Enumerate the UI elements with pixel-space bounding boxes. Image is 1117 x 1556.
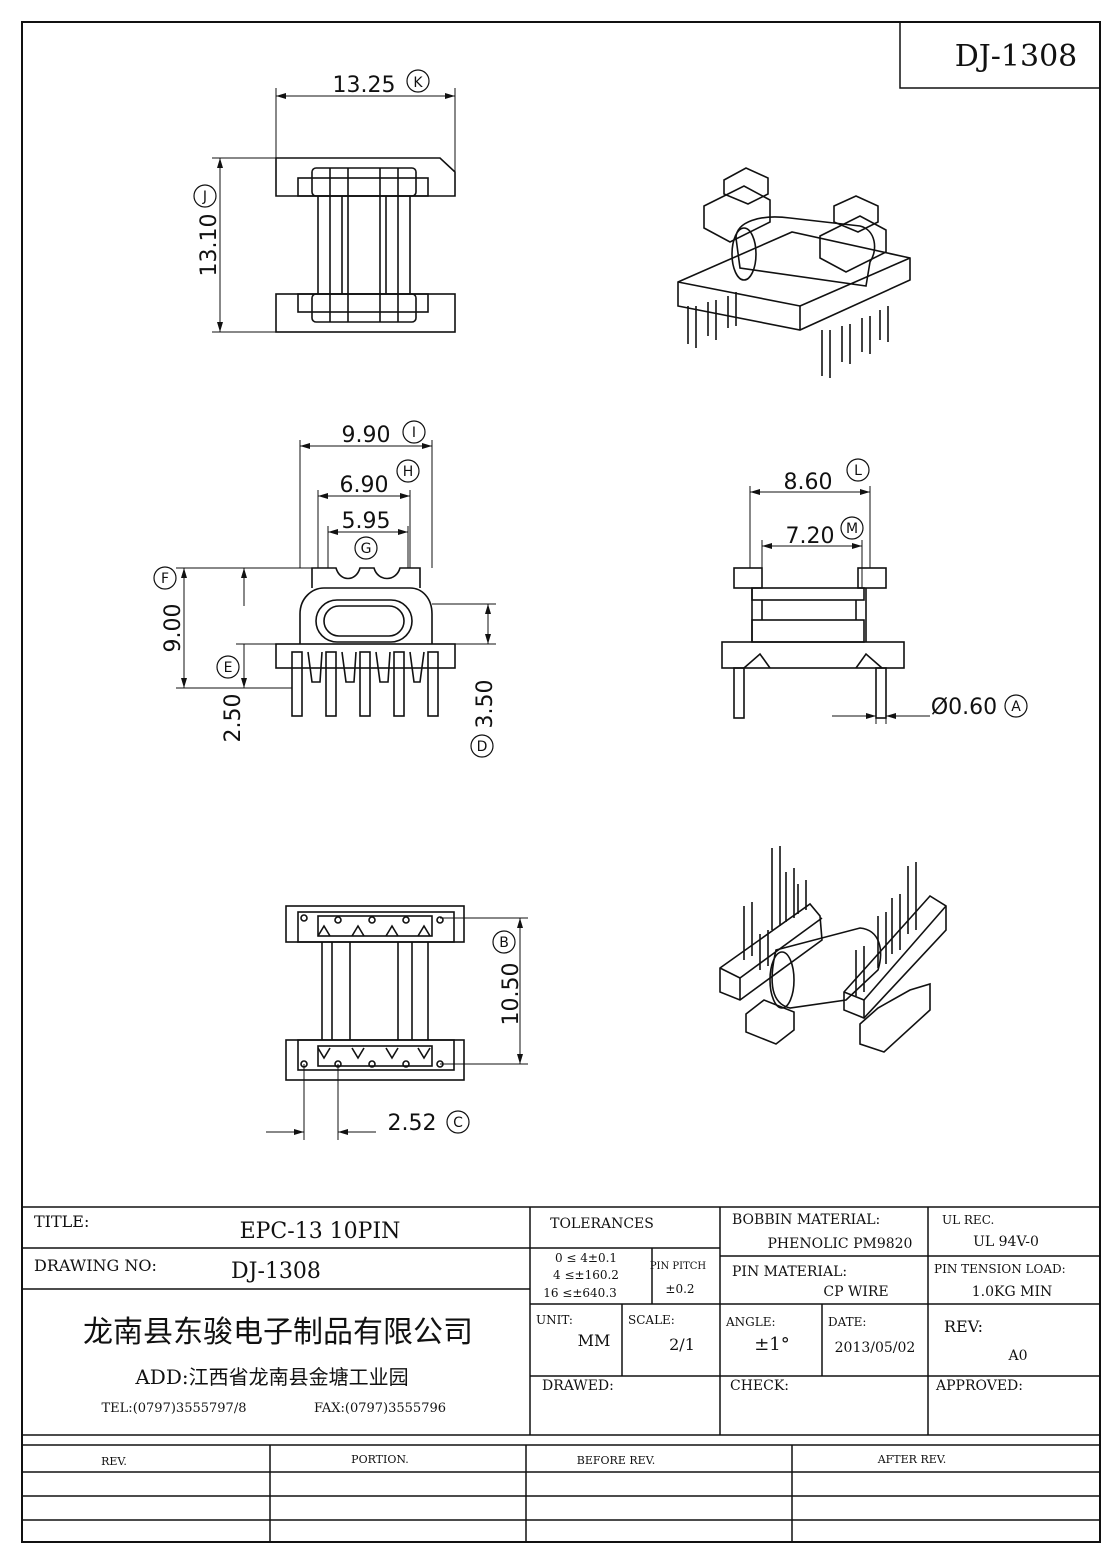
ul-rec-value: UL 94V-0: [973, 1234, 1039, 1250]
dimension-d-badge: [470, 734, 494, 758]
front-view: [275, 567, 456, 717]
pin-pitch-label: PIN PITCH: [650, 1261, 707, 1272]
bobbin-material-value: PHENOLIC PM9820: [768, 1236, 913, 1252]
dimension-e-letter: E: [224, 660, 233, 676]
ul-rec-label: UL REC.: [942, 1213, 994, 1227]
dimension-k-lines: [212, 88, 456, 333]
dimension-m-badge: [840, 516, 864, 540]
bottom-view: [285, 905, 465, 1081]
angle-label: ANGLE:: [725, 1315, 776, 1329]
dimension-b-badge: [492, 930, 516, 954]
approved-label: APPROVED:: [935, 1378, 1023, 1394]
dimension-h-letter: H: [403, 464, 414, 480]
dimension-k-letter: K: [413, 75, 423, 91]
dimension-l-badge: [846, 458, 870, 482]
dimension-j-value: 13.10: [197, 214, 222, 277]
scale-value: 2/1: [669, 1335, 695, 1354]
dimension-b-value: 10.50: [499, 963, 524, 1026]
pin-tension-value: 1.0KG MIN: [972, 1284, 1052, 1300]
rev-label: REV:: [944, 1317, 983, 1336]
drawing-no-label: DRAWING NO:: [34, 1256, 157, 1275]
isometric-view-lower: [719, 846, 947, 1053]
title-value: EPC-13 10PIN: [240, 1219, 401, 1244]
bottom-dimension-lines: [266, 917, 528, 1140]
dimension-c-letter: C: [453, 1115, 463, 1131]
top-view: [275, 157, 456, 333]
rev-table-header-after: AFTER REV.: [877, 1453, 947, 1466]
dimension-d-value: 3.50: [473, 680, 498, 729]
dimension-i-badge: [402, 420, 426, 444]
dimension-j-badge: [193, 184, 217, 208]
company-tel: TEL:(0797)3555797/8: [102, 1401, 247, 1416]
dimension-d-letter: D: [477, 739, 488, 755]
unit-value: MM: [578, 1331, 611, 1350]
pin-tension-label: PIN TENSION LOAD:: [934, 1262, 1066, 1276]
tolerances-label: TOLERANCES: [550, 1216, 654, 1232]
unit-label: UNIT:: [536, 1313, 573, 1327]
code-box: [899, 21, 1101, 89]
dimension-e-badge: [216, 655, 240, 679]
check-label: CHECK:: [730, 1378, 789, 1394]
tolerance-row-3: 16 ≤±640.3: [543, 1286, 617, 1300]
rev-table-header-before: BEFORE REV.: [577, 1454, 655, 1467]
company-name: 龙南县东骏电子制品有限公司: [83, 1315, 473, 1350]
angle-value: ±1°: [754, 1334, 790, 1355]
rev-table-header-portion: PORTION.: [351, 1453, 409, 1466]
date-label: DATE:: [828, 1315, 866, 1329]
title-block-grid: [22, 1206, 1100, 1542]
side-dimension-lines: [749, 486, 930, 724]
dimension-g-value: 5.95: [342, 509, 391, 534]
drawing-code: DJ-1308: [955, 39, 1078, 74]
tolerance-row-1: 0 ≤ 4±0.1: [555, 1251, 617, 1265]
pin-material-value: CP WIRE: [823, 1284, 888, 1300]
dimension-a-letter: A: [1011, 699, 1021, 715]
dimension-i-value: 9.90: [342, 423, 391, 448]
dimension-a-value: Ø0.60: [931, 695, 997, 720]
dimension-m-letter: M: [846, 521, 858, 537]
pin-material-label: PIN MATERIAL:: [732, 1264, 847, 1280]
company-fax: FAX:(0797)3555796: [314, 1401, 446, 1416]
scale-label: SCALE:: [628, 1313, 675, 1327]
title-label: TITLE:: [34, 1212, 89, 1231]
rev-table-header-rev: REV.: [101, 1455, 127, 1468]
date-value: 2013/05/02: [835, 1340, 916, 1356]
tolerance-row-2: 4 ≤±160.2: [553, 1268, 619, 1282]
dimension-m-value: 7.20: [786, 524, 835, 549]
isometric-view-upper: [677, 167, 911, 378]
dimension-g-badge: [354, 536, 378, 560]
dimension-f-badge: [153, 566, 177, 590]
sheet-border: [21, 21, 1101, 1543]
dimension-c-value: 2.52: [388, 1111, 437, 1136]
dimension-k-value: 13.25: [333, 73, 396, 98]
dimension-f-value: 9.00: [161, 604, 186, 653]
dimension-k-badge: [406, 69, 430, 93]
dimension-i-letter: I: [412, 425, 416, 441]
company-address: ADD:江西省龙南县金塘工业园: [134, 1365, 408, 1389]
drawed-label: DRAWED:: [542, 1378, 614, 1394]
dimension-b-letter: B: [499, 935, 509, 951]
dimension-g-letter: G: [361, 541, 372, 557]
dimension-j-letter: J: [202, 189, 207, 205]
dimension-l-value: 8.60: [784, 470, 833, 495]
rev-value: A0: [1007, 1348, 1027, 1364]
dimension-l-letter: L: [854, 463, 862, 479]
bobbin-material-label: BOBBIN MATERIAL:: [732, 1212, 880, 1228]
dimension-a-badge: [1004, 694, 1028, 718]
dimension-f-letter: F: [161, 571, 169, 587]
dimension-h-value: 6.90: [340, 473, 389, 498]
pin-pitch-value: ±0.2: [665, 1282, 694, 1296]
front-dimension-lines: [176, 440, 496, 689]
dimension-h-badge: [396, 459, 420, 483]
dimension-e-value: 2.50: [221, 694, 246, 743]
drawing-no-value: DJ-1308: [231, 1259, 321, 1284]
dimension-c-badge: [446, 1110, 470, 1134]
side-view: [721, 567, 905, 719]
